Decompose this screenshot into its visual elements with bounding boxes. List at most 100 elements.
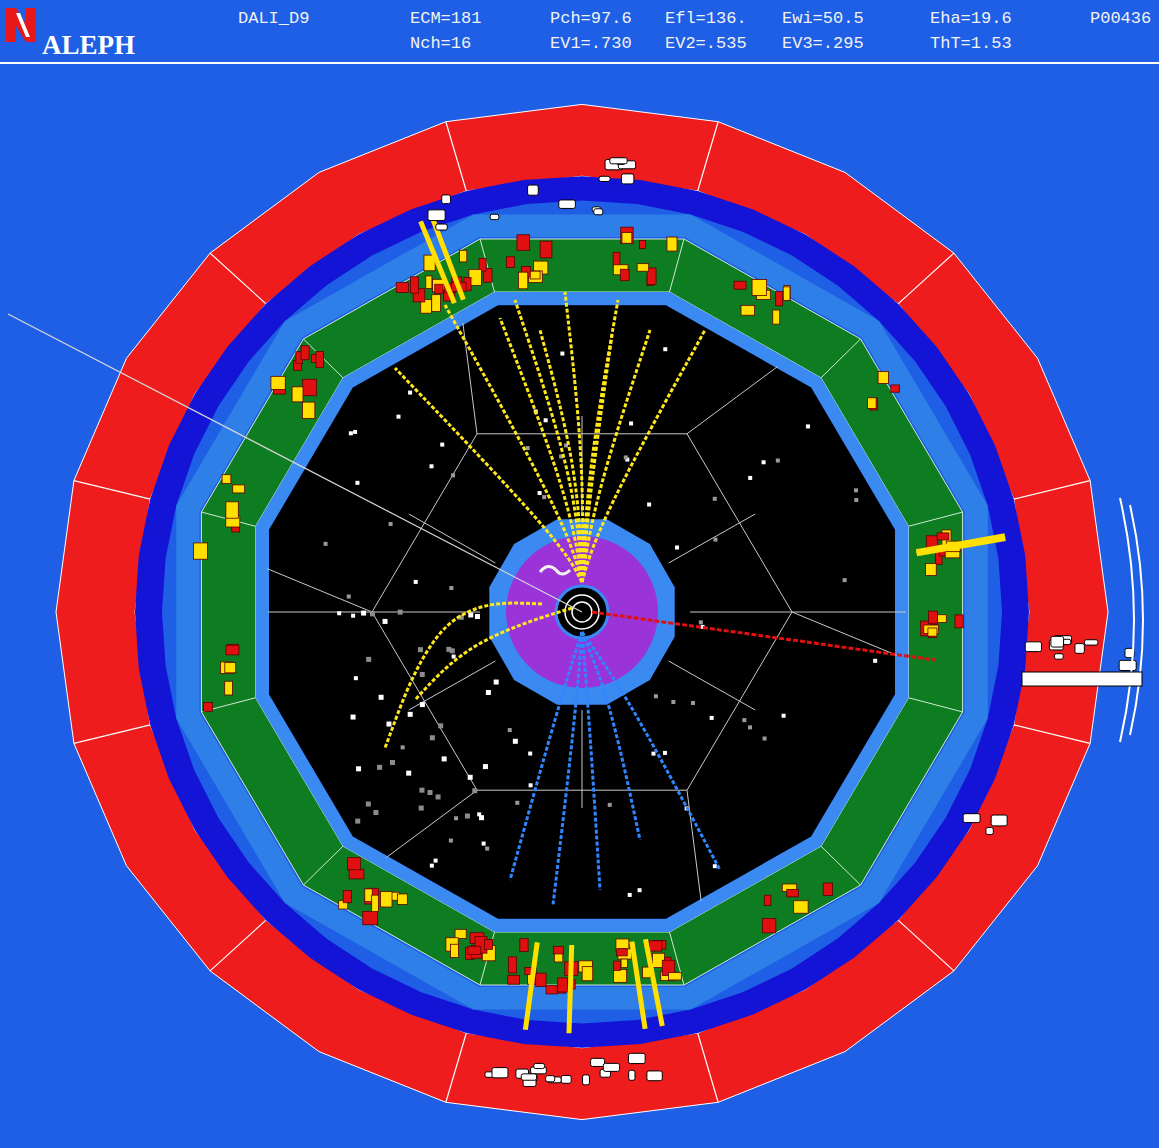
tpc-hit: [482, 842, 486, 846]
ecal-hit: [823, 883, 832, 895]
tpc-hit: [355, 819, 360, 824]
tpc-hit: [560, 352, 564, 356]
tpc-sector-line: [386, 790, 477, 857]
event-parameter: DALI_D9: [238, 9, 309, 29]
tpc-hit: [763, 737, 767, 741]
hcal-divider: [74, 725, 150, 744]
muon-hit: [591, 1058, 605, 1066]
tpc-hit: [748, 725, 752, 729]
tpc-hit: [843, 578, 847, 582]
muon-hit: [534, 1063, 545, 1068]
event-parameter: Efl=136.: [665, 9, 747, 29]
charged-track: [540, 330, 582, 582]
ecal-hit: [794, 901, 808, 913]
tpc-sector-line: [687, 790, 701, 901]
ecal-hit: [506, 257, 514, 268]
ecal-hit: [225, 663, 236, 673]
tpc-hit: [420, 672, 425, 677]
tpc-hit: [628, 893, 632, 897]
charged-track: [510, 632, 582, 880]
event-parameter: ThT=1.53: [930, 34, 1012, 54]
energy-spike: [525, 942, 537, 1029]
ecal-hit: [226, 645, 239, 655]
charged-track: [395, 368, 582, 582]
tpc-hit: [440, 443, 444, 447]
tpc-hit: [762, 460, 766, 464]
muon-hit: [629, 1070, 635, 1080]
ecal-hit: [292, 387, 303, 402]
tpc-hit: [452, 655, 456, 659]
tpc-hit: [418, 647, 423, 652]
muon-hit: [603, 1063, 619, 1071]
energy-spike: [645, 939, 662, 1026]
charged-track: [500, 318, 582, 582]
ecal-hit: [455, 929, 466, 938]
tpc-hit: [629, 421, 633, 425]
tpc-hit: [386, 722, 391, 727]
tpc-hit: [454, 816, 458, 820]
hcal-divider: [1014, 481, 1090, 500]
tpc-hit: [485, 847, 489, 851]
tpc-hit: [748, 476, 752, 480]
ecal-hit: [787, 889, 799, 897]
ecal-hit: [410, 277, 418, 293]
ecal-hit: [639, 241, 645, 249]
muon-hit: [594, 209, 603, 215]
tpc-hit: [401, 745, 405, 749]
ecal-hit: [773, 310, 780, 324]
tpc-hit: [356, 766, 361, 771]
experiment-logo-text: ALEPH: [42, 30, 135, 60]
muon-hit: [1025, 642, 1041, 652]
charged-track: [582, 330, 650, 582]
tpc-hit: [776, 459, 780, 463]
ecal-hit: [667, 237, 677, 251]
muon-hit: [521, 1074, 536, 1080]
ecal-hit: [613, 961, 620, 970]
header-labels: ALEPHDALI_D9ECM=181Nch=16Pch=97.6Efl=136…: [0, 0, 1159, 70]
charged-track: [582, 632, 600, 890]
tpc-sector-line: [792, 612, 897, 655]
hcal-divider: [446, 122, 466, 191]
tpc-hit: [419, 788, 424, 793]
muon-hit: [610, 158, 627, 164]
hcal-divider: [898, 920, 954, 971]
tpc-hit: [396, 415, 400, 419]
muon-hit: [1075, 644, 1084, 654]
tpc-hit: [528, 752, 532, 756]
tpc-hit: [351, 715, 356, 720]
tpc-hit: [494, 680, 499, 685]
charged-track: [582, 632, 640, 840]
tpc-hit: [442, 756, 447, 761]
charged-track: [553, 632, 582, 905]
tpc-hit: [713, 538, 717, 542]
muon-hit: [428, 210, 445, 221]
hcal-divider: [210, 920, 266, 971]
tpc-hit: [671, 700, 675, 704]
tpc-hit: [486, 690, 491, 695]
tpc-sector-line: [687, 366, 778, 433]
tpc-hit: [414, 580, 418, 584]
ecal-hit: [518, 272, 527, 289]
tpc-hit: [479, 815, 484, 820]
tpc-hit: [515, 801, 519, 805]
ecal-hit: [764, 895, 771, 905]
tpc-hit: [366, 657, 371, 662]
ecal-hit: [937, 533, 949, 540]
ecal-hit: [459, 250, 466, 262]
ecal-hit: [520, 939, 528, 952]
muon-hit: [559, 200, 576, 208]
tpc-hit: [654, 694, 658, 698]
ecal-divider: [821, 339, 861, 378]
event-parameter: EV3=.295: [782, 34, 864, 54]
event-parameter: Nch=16: [410, 34, 471, 54]
tpc-sector-line: [690, 612, 906, 613]
ecal-hit: [741, 305, 755, 315]
charged-track: [565, 292, 583, 582]
muon-hit: [986, 828, 993, 835]
header-rule: [0, 62, 1159, 64]
muon-chamber-arc: [1130, 505, 1143, 735]
tpc-hit: [782, 714, 786, 718]
energy-spike: [917, 538, 1006, 553]
ecal-hit: [365, 889, 373, 902]
event-parameter: Ewi=50.5: [782, 9, 864, 29]
